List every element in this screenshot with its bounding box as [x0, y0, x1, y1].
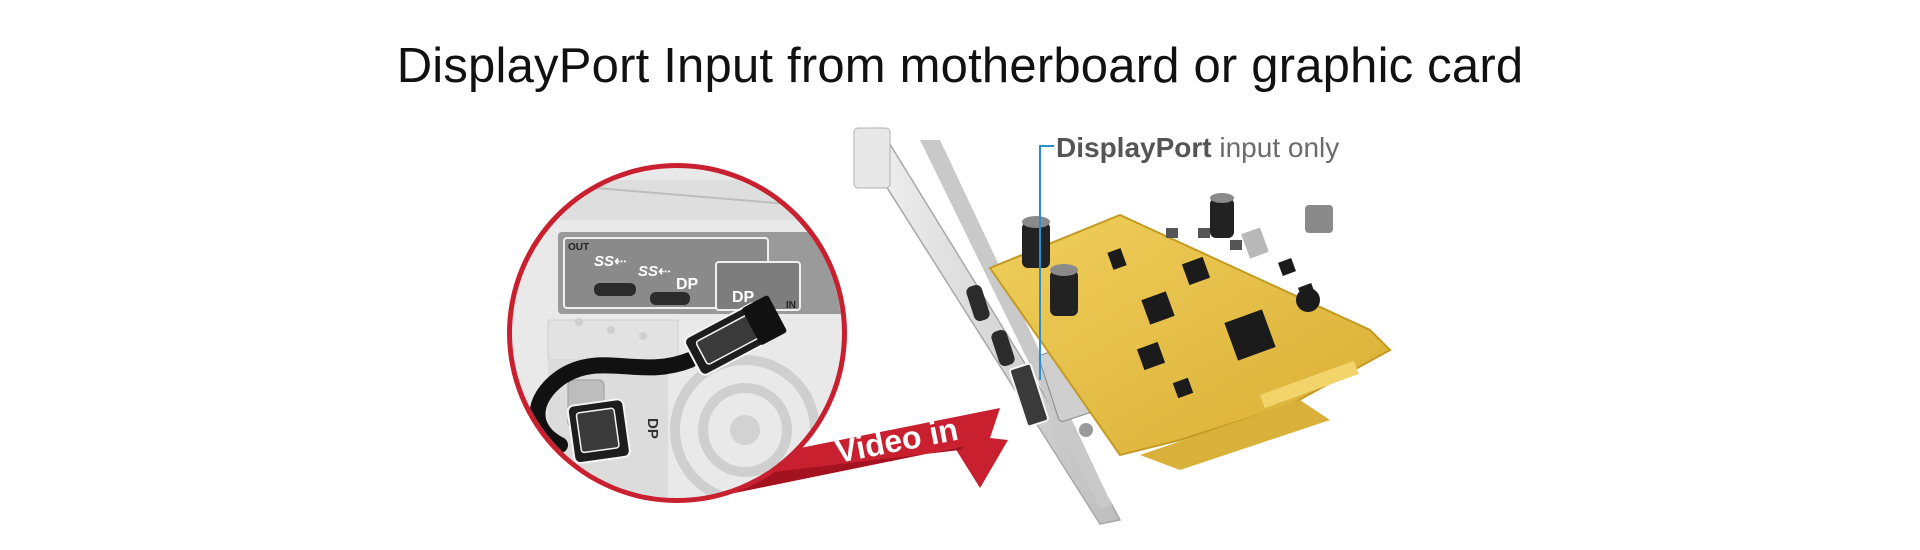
dp-port-label: DP: [676, 276, 699, 293]
video-in-label: Video in: [832, 411, 960, 470]
in-label: IN: [786, 300, 796, 311]
usb-b-label: SS⇠: [638, 263, 671, 280]
callout-leader-line: [1039, 145, 1054, 380]
usb-a-label: SS⇠: [594, 253, 627, 270]
callout-strong: DisplayPort: [1056, 132, 1212, 163]
displayport-callout-label: DisplayPort input only: [1056, 132, 1339, 164]
pcie-card: [853, 127, 1392, 525]
out-label: OUT: [568, 242, 589, 253]
callout-rest: input only: [1211, 132, 1340, 163]
dp-vertical-label: DP: [644, 418, 661, 439]
page-title: DisplayPort Input from motherboard or gr…: [396, 39, 1524, 93]
dp-box-label: DP: [732, 289, 755, 306]
